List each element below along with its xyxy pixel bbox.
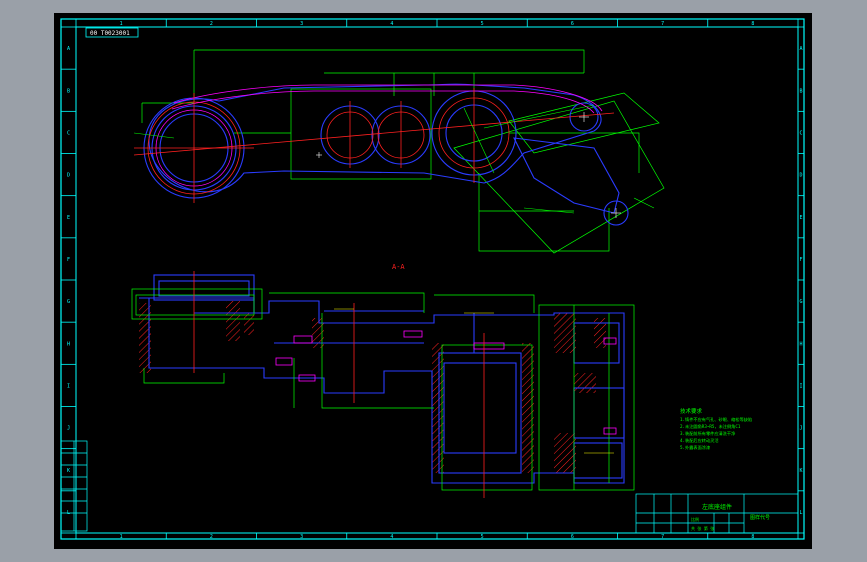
- zone-row-label: A: [799, 46, 802, 52]
- zone-column-label: 2: [210, 21, 213, 27]
- part-name: 左底座组件: [702, 503, 732, 511]
- zone-row-label: G: [67, 299, 70, 305]
- sheet-outer-border: [60, 18, 805, 540]
- zone-row-label: L: [799, 510, 802, 516]
- zone-row-label: A: [67, 46, 70, 52]
- zone-column-label: 8: [751, 21, 754, 27]
- zone-row-label: I: [799, 383, 802, 389]
- zone-column-label: 6: [571, 534, 574, 540]
- technical-requirements: 技术要求 1.铸件不应有气孔、砂眼、缩松等缺陷 2.未注圆角R3~R5，未注倒角…: [680, 407, 752, 451]
- zone-row-label: D: [799, 173, 802, 179]
- zone-row-label: J: [67, 426, 70, 432]
- zone-row-label: C: [67, 130, 70, 136]
- zone-row-label: F: [67, 257, 70, 263]
- tech-req-item: 3.装配前所有零件应清洗干净: [680, 430, 735, 437]
- drawing-number-box: [85, 27, 139, 38]
- zone-row-label: E: [799, 215, 802, 221]
- left-revision-table: [60, 440, 88, 532]
- zone-row-label: B: [799, 88, 802, 94]
- zone-row-label: J: [799, 426, 802, 432]
- zone-ticks: [61, 19, 804, 539]
- zone-row-label: B: [67, 88, 70, 94]
- zone-row-label: K: [67, 468, 70, 474]
- scale-label: 比例: [691, 516, 699, 522]
- zone-row-label: K: [799, 468, 802, 474]
- zone-column-label: 7: [661, 21, 664, 27]
- zone-row-label: H: [799, 341, 802, 347]
- zone-column-label: 8: [751, 534, 754, 540]
- top-view-arm: [133, 49, 665, 254]
- zone-column-label: 3: [300, 21, 303, 27]
- zone-row-label: I: [67, 383, 70, 389]
- zone-row-label: D: [67, 173, 70, 179]
- zone-column-label: 6: [571, 21, 574, 27]
- zone-row-label: E: [67, 215, 70, 221]
- zone-column-label: 7: [661, 534, 664, 540]
- zone-row-label: F: [799, 257, 802, 263]
- section-view: [131, 271, 635, 498]
- title-block: 左底座组件 图样代号 比例 共 张 第 张: [635, 493, 799, 534]
- drawing-code-label: 图样代号: [750, 514, 770, 521]
- zone-row-label: G: [799, 299, 802, 305]
- zone-column-label: 4: [390, 534, 393, 540]
- zone-column-label: 5: [481, 534, 484, 540]
- zone-column-label: 3: [300, 534, 303, 540]
- zone-row-label: C: [799, 130, 802, 136]
- sheet-label: 共 张 第 张: [691, 525, 714, 531]
- zone-column-label: 2: [210, 534, 213, 540]
- tech-req-item: 2.未注圆角R3~R5，未注倒角C1: [680, 423, 741, 430]
- tech-req-item: 4.装配后应转动灵活: [680, 437, 719, 444]
- section-label: A-A: [392, 263, 405, 271]
- zone-column-label: 1: [120, 534, 123, 540]
- zone-column-label: 1: [120, 21, 123, 27]
- zone-column-label: 5: [481, 21, 484, 27]
- tech-req-item: 5.外露表面涂漆: [680, 444, 710, 451]
- zone-row-label: H: [67, 341, 70, 347]
- tech-req-item: 1.铸件不应有气孔、砂眼、缩松等缺陷: [680, 416, 752, 423]
- drawing-number-tag: 00 T0023001: [90, 30, 130, 37]
- tech-req-title: 技术要求: [680, 407, 703, 415]
- zone-column-label: 4: [390, 21, 393, 27]
